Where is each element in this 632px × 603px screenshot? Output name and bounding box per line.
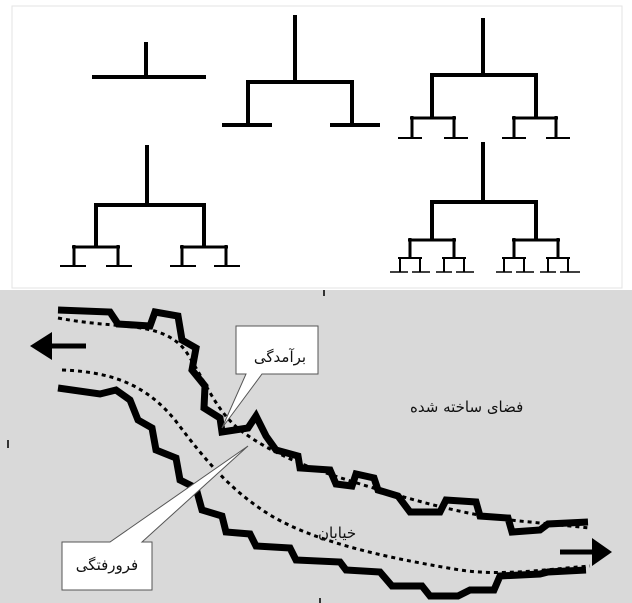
- lower-building-edge: [57, 384, 587, 600]
- street-diagram-svg: [7, 290, 612, 603]
- tree-level-3b: [94, 145, 206, 247]
- tree-level-4: [430, 142, 538, 240]
- recess-label: فرورفتگی: [75, 556, 139, 574]
- branching-diagrams-svg: [11, 5, 623, 289]
- protrusion-label: برآمدگی: [253, 348, 307, 366]
- tree-level-4-branches: [408, 238, 560, 258]
- tree-level-3a-leaves: [398, 116, 570, 139]
- built-space-label: فضای ساخته شده: [410, 398, 524, 416]
- arrow-right-icon: [560, 538, 612, 566]
- tree-level-2: [222, 15, 380, 127]
- tree-level-3b-leaves: [60, 245, 240, 267]
- callout-protrusion: [221, 325, 319, 429]
- tree-level-3a: [430, 18, 538, 118]
- top-panel-border: [11, 5, 623, 289]
- street-diagram-panel: برآمدگی فضای ساخته شده خیابان فرورفتگی: [0, 290, 632, 603]
- arrow-left-icon: [30, 332, 86, 360]
- lower-dashed-guide: [61, 368, 591, 575]
- tree-level-1: [92, 42, 206, 79]
- street-label: خیابان: [318, 524, 357, 542]
- tree-level-4-leaves: [390, 257, 580, 273]
- branching-diagrams-panel: [0, 0, 632, 290]
- callout-recess: [61, 445, 249, 591]
- upper-building-edge: [57, 306, 589, 536]
